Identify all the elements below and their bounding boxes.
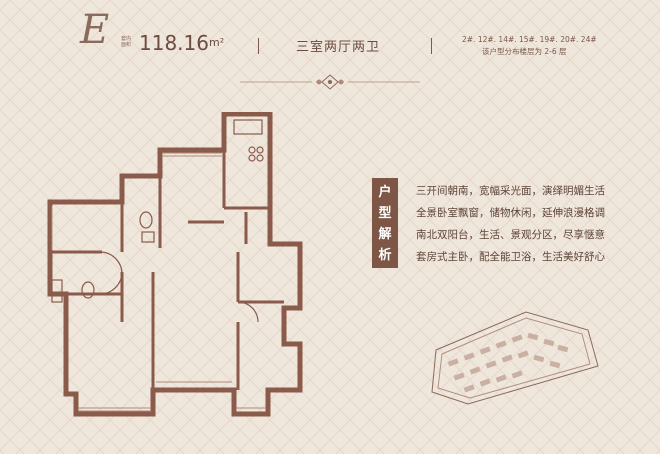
analysis-title-char: 析 — [378, 248, 392, 263]
area-unit: m² — [208, 36, 225, 49]
feature-item: 三开间朝南，宽幅采光面，演绎明媚生活 — [416, 185, 605, 197]
floor-plan — [47, 112, 303, 417]
unit-type-letter: E — [80, 7, 110, 53]
analysis-title-char: 型 — [378, 206, 392, 221]
feature-item: 全景卧室飘窗，储物休闲，延伸浪漫格调 — [416, 207, 605, 219]
area-number: 118.16 — [139, 31, 209, 55]
building-numbers: 2#. 12#. 14#. 15#. 19#. 20#. 24# — [462, 35, 597, 44]
feature-item: 套房式主卧，配全能卫浴，生活美好舒心 — [416, 251, 605, 263]
analysis-title-box: 户 型 解 析 — [372, 178, 398, 268]
site-key-map — [431, 311, 599, 405]
divider — [431, 38, 432, 54]
area-label: 套内面积 — [121, 36, 132, 48]
layout-name: 三室两厅两卫 — [296, 40, 381, 55]
floor-range: 该户型分布楼层为 2-6 层 — [482, 47, 567, 56]
feature-item: 南北双阳台，生活、景观分区，尽享惬意 — [416, 229, 605, 241]
analysis-title-char: 解 — [378, 227, 392, 242]
feature-list: 三开间朝南，宽幅采光面，演绎明媚生活 全景卧室飘窗，储物休闲，延伸浪漫格调 南北… — [416, 180, 605, 268]
area-value: 118.16m² — [139, 32, 224, 54]
divider — [258, 38, 259, 54]
ornament-divider — [240, 74, 420, 90]
analysis-title-char: 户 — [378, 185, 392, 200]
header: E 套内面积 118.16m² 三室两厅两卫 2#. 12#. 14#. 15#… — [0, 0, 660, 90]
